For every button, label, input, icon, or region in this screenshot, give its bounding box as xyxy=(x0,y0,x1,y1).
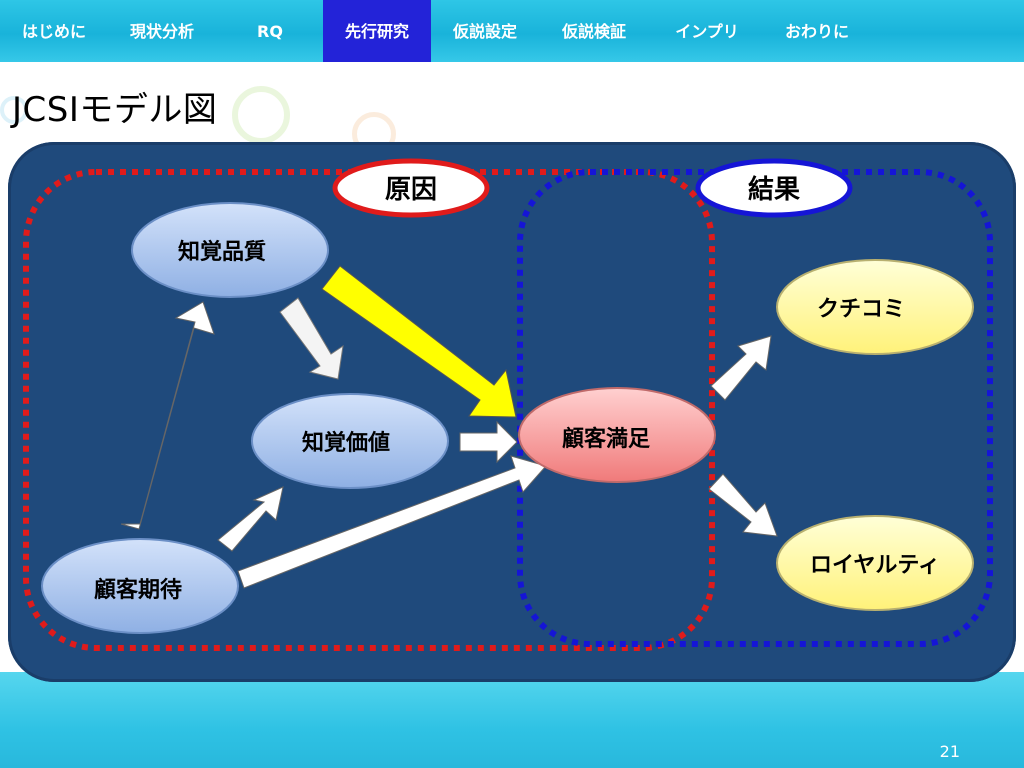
arrow-quality-to-value xyxy=(279,297,344,380)
node-perceived-quality xyxy=(131,202,329,298)
nav-tab-implication[interactable]: インプリ xyxy=(675,22,739,41)
top-navigation-bar: はじめに 現状分析 RQ 先行研究 仮説設定 仮説検証 インプリ おわりに xyxy=(0,0,1024,62)
nav-tab-introduction[interactable]: はじめに xyxy=(21,22,86,41)
result-region-border xyxy=(517,169,993,647)
cause-label-badge xyxy=(332,158,490,218)
nav-tab-conclusion[interactable]: おわりに xyxy=(784,22,849,41)
nav-tab-current-analysis[interactable]: 現状分析 xyxy=(129,22,194,41)
bottom-band xyxy=(0,672,1024,768)
slide-title: JCSIモデル図 xyxy=(12,90,218,130)
arrow-satisfaction-to-loyalty xyxy=(708,473,778,537)
arrow-quality-to-satisfaction-highlight xyxy=(321,265,517,418)
node-customer-expectation xyxy=(41,538,239,634)
arrow-satisfaction-to-word-of-mouth xyxy=(710,335,772,401)
nav-tab-hypothesis-testing[interactable]: 仮説検証 xyxy=(561,22,626,41)
arrow-value-to-satisfaction xyxy=(459,420,518,464)
arrow-expectation-to-satisfaction xyxy=(237,455,547,589)
page-number: 21 xyxy=(939,742,960,761)
node-customer-expectation-label: 顧客期待 xyxy=(94,577,182,603)
node-customer-satisfaction xyxy=(518,387,716,483)
decorative-circle xyxy=(0,96,28,124)
arrow-expectation-to-quality xyxy=(120,301,215,530)
result-label: 結果 xyxy=(748,174,800,205)
node-loyalty-label: ロイヤルティ xyxy=(810,553,940,578)
nav-tab-rq[interactable]: RQ xyxy=(257,22,283,41)
node-loyalty xyxy=(776,515,974,611)
cause-label: 原因 xyxy=(385,175,437,205)
node-word-of-mouth-label: クチコミ xyxy=(817,297,905,322)
node-perceived-value-label: 知覚価値 xyxy=(302,430,390,456)
node-perceived-value xyxy=(251,393,449,489)
decorative-circle xyxy=(232,86,290,144)
nav-tab-prior-research[interactable]: 先行研究 xyxy=(323,0,431,62)
node-word-of-mouth xyxy=(776,259,974,355)
nav-tab-hypothesis-setting[interactable]: 仮説設定 xyxy=(452,22,517,41)
node-perceived-quality-label: 知覚品質 xyxy=(178,239,266,265)
result-label-badge xyxy=(695,158,853,218)
cause-region-border xyxy=(23,169,715,651)
node-customer-satisfaction-label: 顧客満足 xyxy=(562,426,650,452)
arrow-expectation-to-value xyxy=(217,486,284,552)
